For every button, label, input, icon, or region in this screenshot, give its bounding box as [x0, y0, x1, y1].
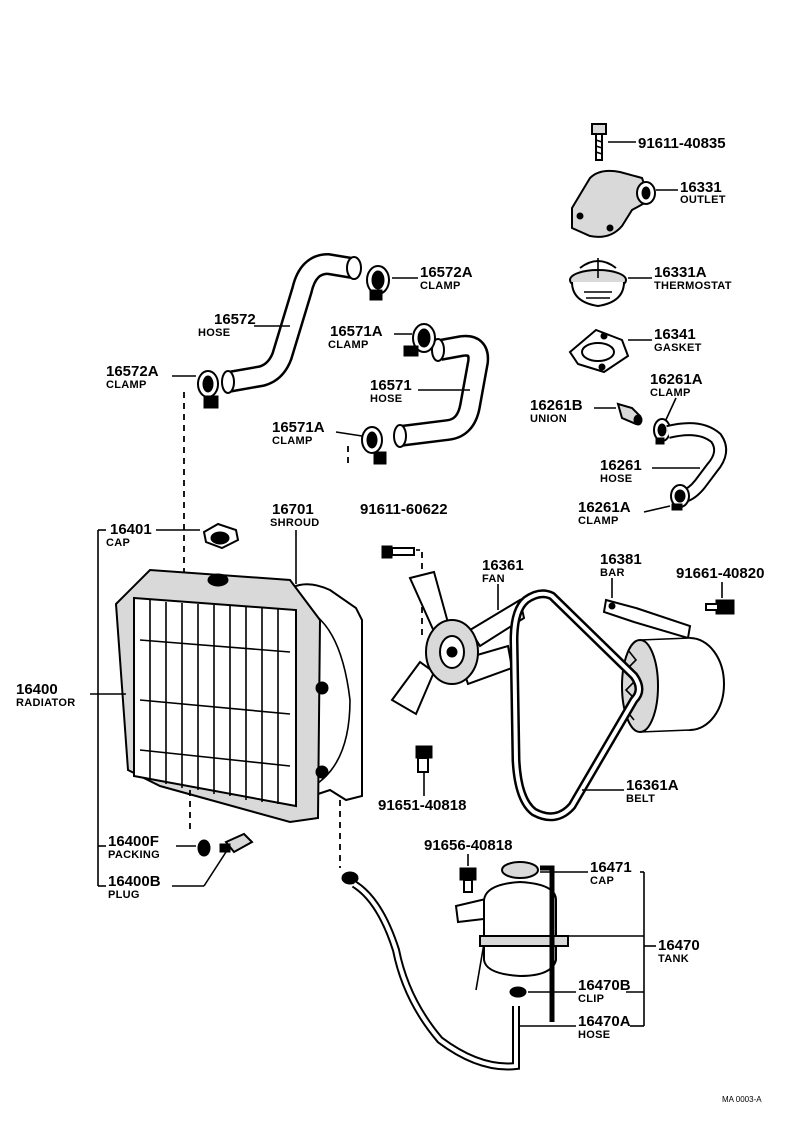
- callout-16341-name: GASKET: [654, 342, 702, 354]
- reserve-tank-drawing: [454, 861, 569, 1022]
- fan-belt-drawing: [509, 589, 644, 822]
- callout-16701-number: 16701: [272, 501, 314, 518]
- callout-16361-name: FAN: [482, 573, 505, 585]
- callout-16261A-top-name: CLAMP: [650, 387, 691, 399]
- callout-16470-name: TANK: [658, 953, 689, 965]
- callout-16572A-left-name: CLAMP: [106, 379, 147, 391]
- callout-16381-name: BAR: [600, 567, 625, 579]
- callout-16361A-number: 16361A: [626, 777, 679, 794]
- bolt-91661-40820-drawing: [705, 599, 735, 615]
- callout-16571-name: HOSE: [370, 393, 402, 405]
- gasket-drawing: [568, 328, 630, 374]
- callout-16261A-bottom-name: CLAMP: [578, 515, 619, 527]
- lower-hose-16571-drawing: [393, 334, 490, 448]
- callout-16331A-number: 16331A: [654, 264, 707, 281]
- callout-16471-number: 16471: [590, 859, 632, 876]
- callout-16571A-top-number: 16571A: [330, 323, 383, 340]
- callout-16470-number: 16470: [658, 937, 700, 954]
- callout-16341-number: 16341: [654, 326, 696, 343]
- callout-16400-number: 16400: [16, 681, 58, 698]
- callout-91661-40820-number: 91661-40820: [676, 565, 764, 582]
- fan-drawing: [390, 570, 526, 716]
- callout-16261-name: HOSE: [600, 473, 632, 485]
- callout-16572-number: 16572: [214, 311, 256, 328]
- callout-16572A-top-name: CLAMP: [420, 280, 461, 292]
- callout-16470A-number: 16470A: [578, 1013, 631, 1030]
- callout-91656-40818-number: 91656-40818: [424, 837, 512, 854]
- bolt-91651-40818-drawing: [415, 745, 433, 773]
- upper-hose-16572-drawing: [221, 253, 362, 394]
- bolt-91611-40835-drawing: [591, 123, 607, 161]
- clamp-16261A-bottom-drawing: [670, 484, 690, 511]
- callout-16361A-name: BELT: [626, 793, 655, 805]
- callout-16381-number: 16381: [600, 551, 642, 568]
- callout-16571A-bottom-name: CLAMP: [272, 435, 313, 447]
- thermostat-drawing: [569, 258, 627, 308]
- clamp-16572A-top-drawing: [366, 265, 390, 301]
- adjusting-bar-drawing: [602, 598, 692, 640]
- callout-16571A-top-name: CLAMP: [328, 339, 369, 351]
- callout-16471-name: CAP: [590, 875, 614, 887]
- clamp-16571A-top-drawing: [403, 323, 436, 357]
- callout-16401-name: CAP: [106, 537, 130, 549]
- bolt-91611-60622-drawing: [381, 545, 415, 559]
- reference-code: MA 0003-A: [722, 1095, 762, 1104]
- packing-16400F-drawing: [197, 839, 211, 857]
- clip-16470B-drawing: [509, 986, 527, 998]
- plug-16400B-drawing: [219, 832, 254, 854]
- callout-16572-name: HOSE: [198, 327, 230, 339]
- union-16261B-drawing: [616, 402, 643, 426]
- water-outlet-drawing: [571, 169, 656, 238]
- overflow-hose-drawing: [341, 871, 520, 1071]
- callout-16261A-bottom-number: 16261A: [578, 499, 631, 516]
- callout-16400B-number: 16400B: [108, 873, 161, 890]
- callout-91651-40818-number: 91651-40818: [378, 797, 466, 814]
- callout-16400F-number: 16400F: [108, 833, 159, 850]
- callout-16361-number: 16361: [482, 557, 524, 574]
- callout-16470B-number: 16470B: [578, 977, 631, 994]
- callout-16470A-name: HOSE: [578, 1029, 610, 1041]
- callout-16400B-name: PLUG: [108, 889, 140, 901]
- radiator-drawing: [114, 568, 329, 824]
- callout-16571A-bottom-number: 16571A: [272, 419, 325, 436]
- bolt-91656-40818-drawing: [459, 867, 477, 893]
- callout-16261B-number: 16261B: [530, 397, 583, 414]
- callout-16261B-name: UNION: [530, 413, 567, 425]
- callout-16572A-top-number: 16572A: [420, 264, 473, 281]
- callout-16401-number: 16401: [110, 521, 152, 538]
- callout-16331-number: 16331: [680, 179, 722, 196]
- callout-16331-name: OUTLET: [680, 194, 726, 206]
- callout-91611-60622-number: 91611-60622: [360, 501, 448, 518]
- clamp-16261A-top-drawing: [653, 418, 671, 445]
- clamp-16571A-bottom-drawing: [361, 426, 387, 465]
- callout-16400-name: RADIATOR: [16, 697, 75, 709]
- callout-16331A-name: THERMOSTAT: [654, 280, 732, 292]
- callout-16571-number: 16571: [370, 377, 412, 394]
- radiator-cap-drawing: [202, 522, 240, 550]
- callout-91611-40835-number: 91611-40835: [638, 135, 726, 152]
- callout-16470B-name: CLIP: [578, 993, 604, 1005]
- bypass-hose-16261-drawing: [666, 422, 728, 503]
- callout-16261-number: 16261: [600, 457, 642, 474]
- callout-16701-name: SHROUD: [270, 517, 319, 529]
- callout-16400F-name: PACKING: [108, 849, 160, 861]
- callout-16261A-top-number: 16261A: [650, 371, 703, 388]
- callout-16572A-left-number: 16572A: [106, 363, 159, 380]
- clamp-16572A-left-drawing: [197, 370, 219, 409]
